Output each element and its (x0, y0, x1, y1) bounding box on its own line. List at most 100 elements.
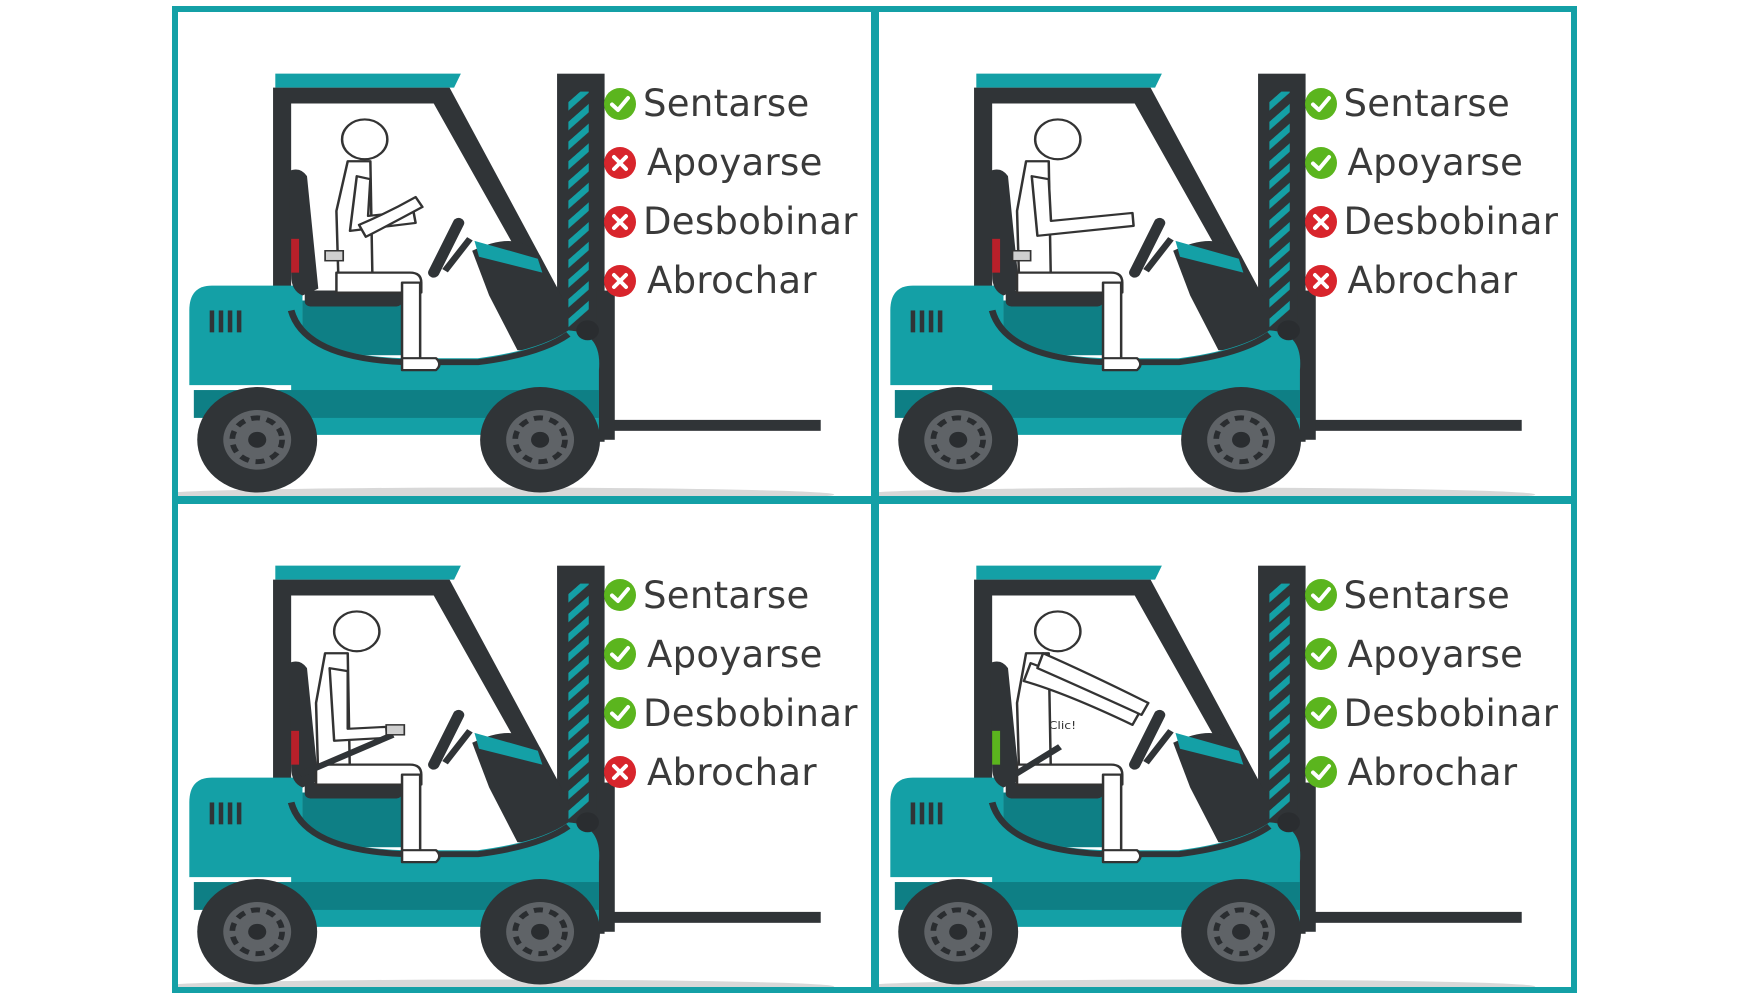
mast-carriage (596, 290, 615, 440)
counterweight (889, 777, 1003, 877)
driver-foot (1101, 357, 1142, 372)
checklist-item: Desbobinar (1304, 192, 1559, 251)
checklist-item: Sentarse (1304, 74, 1559, 133)
driver-foot (400, 357, 441, 372)
check-circle-icon (1304, 579, 1337, 611)
cab-roof (275, 565, 461, 580)
checklist-item: Desbobinar (603, 192, 858, 251)
checklist-item: Abrochar (603, 743, 858, 802)
driver-forearm (357, 195, 424, 238)
steering-column (442, 237, 473, 273)
ground-shadow (878, 979, 1535, 987)
cab-roof (975, 73, 1162, 88)
driver-shin (400, 281, 422, 364)
checklist-item-label: Abrochar (1347, 750, 1518, 794)
checklist-item: Abrochar (1304, 743, 1559, 802)
vent-grille (910, 310, 942, 333)
dashboard (472, 240, 569, 351)
checklist-item-label: Apoyarse (647, 141, 823, 184)
mast-inner (568, 583, 589, 852)
fork (607, 911, 821, 923)
driver-head (340, 118, 389, 161)
mast-roller (576, 811, 599, 832)
counterweight (189, 777, 303, 877)
driver-foot (400, 848, 441, 863)
checklist-item: Abrochar (603, 251, 858, 310)
cab-frame (273, 87, 570, 319)
checklist-item-label: Apoyarse (647, 632, 823, 676)
checklist-item-label: Abrochar (1347, 259, 1518, 302)
mast-roller (1276, 320, 1300, 341)
driver-arm (328, 666, 389, 742)
cab-frame (273, 579, 570, 810)
steering-wheel (1128, 709, 1165, 770)
dashboard (472, 732, 569, 842)
forklift-illustration (178, 565, 835, 987)
mast-carriage (1297, 290, 1316, 440)
checklist-item-label: Desbobinar (643, 200, 858, 243)
seat-belt (298, 731, 395, 777)
checklist-item: Sentarse (603, 74, 858, 133)
dashboard-top (474, 732, 543, 765)
seat-back (989, 169, 1019, 296)
dashboard (1172, 732, 1269, 842)
checklist-item-label: Sentarse (643, 573, 810, 617)
steering-column (1142, 728, 1174, 764)
seat-belt-retractor (291, 730, 300, 765)
mast-roller (1276, 811, 1300, 832)
check-circle-icon (1304, 87, 1337, 120)
vent-grille (209, 310, 242, 333)
check-circle-icon (1304, 756, 1337, 788)
checklist-item: Apoyarse (603, 133, 858, 192)
checklist-item: Apoyarse (1304, 625, 1559, 684)
front-wheel (1180, 878, 1301, 985)
x-circle-icon (1304, 205, 1337, 238)
click-label: Clic! (1048, 718, 1075, 731)
steering-wheel (428, 217, 465, 278)
seat-cushion (304, 290, 403, 307)
vent-grille (910, 801, 942, 824)
dashboard (1172, 240, 1269, 351)
driver-shin (1101, 773, 1122, 855)
driver-head (1033, 609, 1082, 652)
seat-back (989, 661, 1019, 788)
belt-buckle (1011, 250, 1031, 262)
belt-buckle (324, 250, 345, 262)
x-circle-icon (604, 146, 636, 179)
seat-cushion (1005, 782, 1103, 798)
front-wheel (480, 878, 601, 985)
counterweight (189, 285, 303, 386)
seat-belt-retractor (991, 730, 1000, 765)
cab-frame (973, 579, 1271, 810)
mast-inner (568, 91, 589, 361)
checklist-item-label: Abrochar (647, 259, 817, 302)
driver-shin (1101, 281, 1122, 364)
mast-inner (1268, 583, 1290, 852)
checklist-item-label: Abrochar (647, 750, 817, 794)
belt-buckle (385, 723, 406, 736)
checklist-item-label: Sentarse (643, 82, 810, 125)
check-circle-icon (1304, 697, 1337, 729)
x-circle-icon (1304, 264, 1337, 297)
check-circle-icon (1304, 146, 1337, 179)
checklist-item-label: Sentarse (1343, 82, 1511, 125)
checklist-item: Desbobinar (603, 684, 858, 743)
checklist-item-label: Sentarse (1343, 573, 1511, 617)
dashboard-top (474, 240, 543, 273)
seat-back (288, 169, 319, 296)
driver-arm (1030, 175, 1135, 237)
rear-wheel (897, 387, 1018, 493)
checklist-item: Abrochar (1304, 251, 1559, 310)
vent-grille (209, 801, 242, 824)
fork (607, 419, 821, 431)
dashboard-top (1174, 732, 1243, 765)
cab-roof (275, 73, 461, 88)
seat-cushion (304, 782, 403, 798)
driver-head (332, 609, 381, 652)
